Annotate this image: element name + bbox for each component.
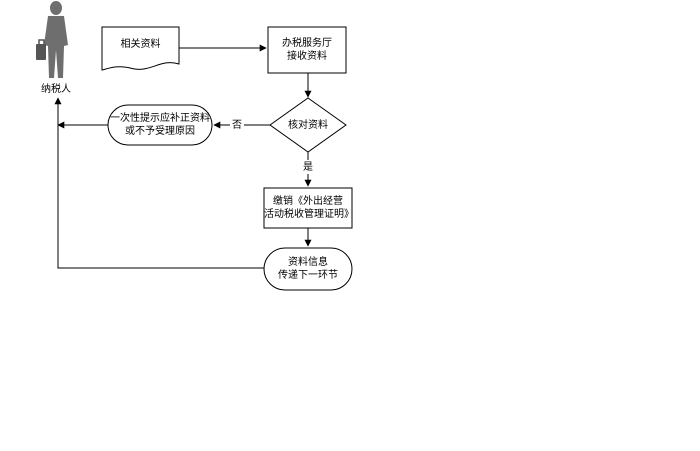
- check-label: 核对资料: [288, 120, 328, 131]
- receive-process-box: [267, 26, 347, 74]
- receive-label-line1: 办税服务厅: [282, 38, 332, 49]
- transfer-label-line1: 资料信息: [288, 257, 328, 268]
- cancel-process-box: [263, 187, 353, 229]
- receive-label-line2: 接收资料: [287, 51, 327, 62]
- cancel-label-line2: 活动税收管理证明》: [264, 209, 354, 220]
- notify-label-line2: 或不予受理原因: [125, 126, 195, 137]
- transfer-terminal-shape: [263, 247, 353, 291]
- materials-doc-label: 相关资料: [120, 39, 161, 50]
- person-silhouette-icon: [36, 1, 68, 78]
- cancel-label-line1: 缴销《外出经营: [273, 196, 343, 207]
- notify-label: 一次性提示应补正资料 或不予受理原因: [108, 112, 212, 138]
- notify-label-line1: 一次性提示应补正资料: [110, 113, 210, 124]
- edge-label-yes: 是: [303, 162, 313, 173]
- transfer-label: 资料信息 传递下一环节: [264, 256, 352, 282]
- receive-label: 办税服务厅 接收资料: [268, 37, 346, 63]
- edge-label-no: 否: [232, 120, 242, 131]
- edge-transfer-to-person: [54, 97, 264, 269]
- transfer-label-line2: 传递下一环节: [278, 270, 338, 281]
- cancel-label: 缴销《外出经营 活动税收管理证明》: [264, 195, 354, 221]
- materials-doc-shape: [101, 26, 180, 71]
- actor-label: 纳税人: [41, 84, 71, 95]
